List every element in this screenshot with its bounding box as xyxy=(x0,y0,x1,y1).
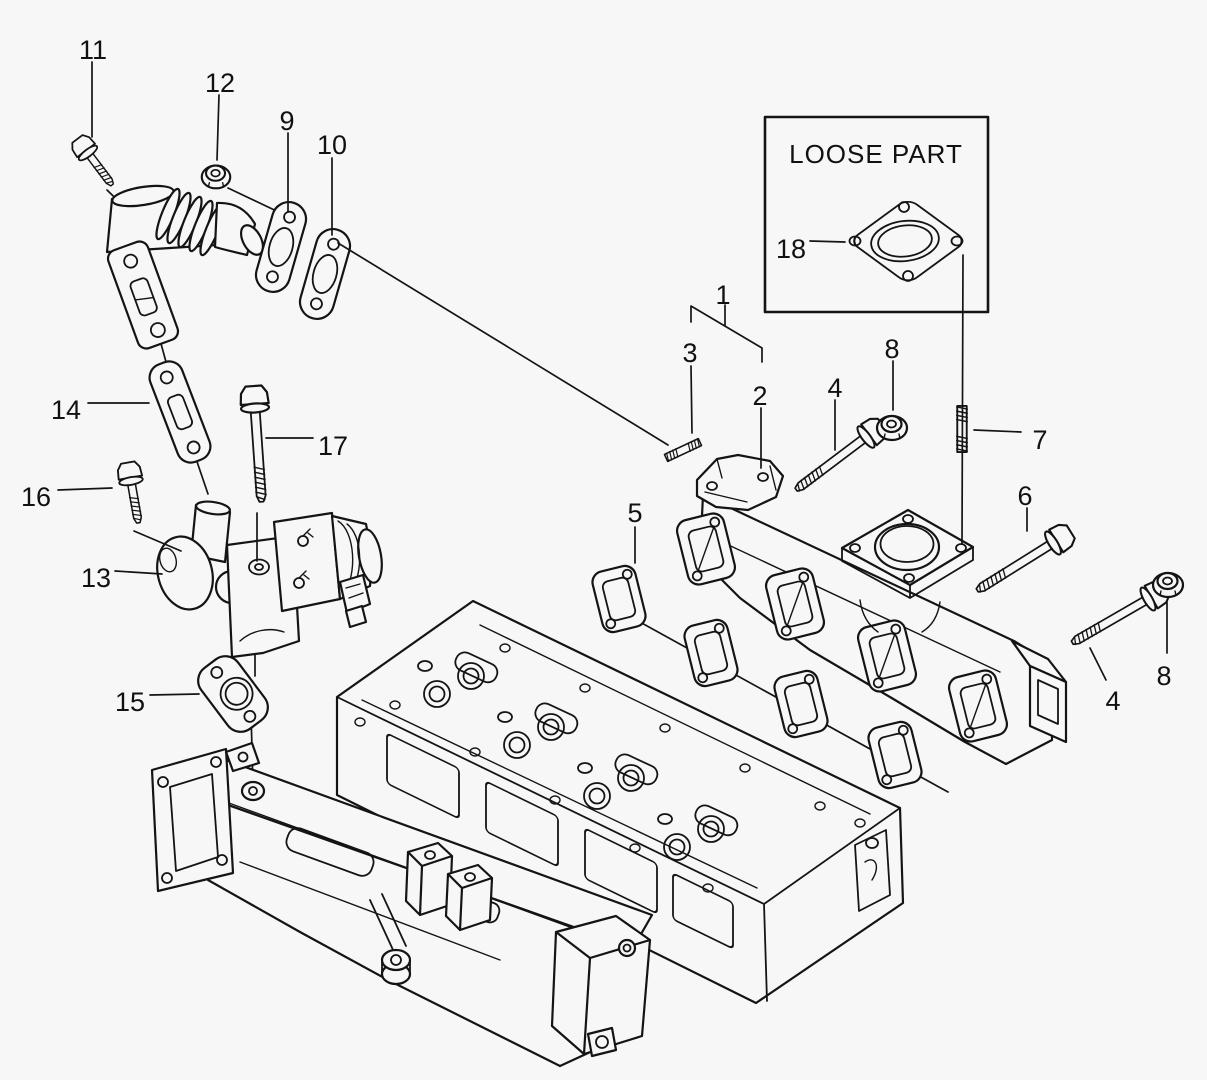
callout-8: 8 xyxy=(1156,661,1171,691)
callout-4: 4 xyxy=(827,373,842,403)
callout-3: 3 xyxy=(682,338,697,368)
egr-valve xyxy=(156,500,383,659)
callout-9: 9 xyxy=(279,106,294,136)
head-bolt-holes xyxy=(354,643,866,893)
callout-11: 11 xyxy=(79,35,107,65)
manifold-support-arm xyxy=(369,893,412,986)
callout-12-leader-0 xyxy=(216,94,220,161)
manifold-flange xyxy=(150,741,261,893)
callout-2: 2 xyxy=(752,381,767,411)
callout-16: 16 xyxy=(21,482,51,512)
head-valve-clusters xyxy=(417,651,739,861)
callout-13: 13 xyxy=(81,563,111,593)
callout-6: 6 xyxy=(1017,481,1032,511)
bolt-17 xyxy=(238,383,277,504)
cylinder-head xyxy=(335,599,905,1005)
bolt-11 xyxy=(67,131,122,193)
nut-8-lower xyxy=(1151,571,1185,599)
head-right-face xyxy=(854,829,891,912)
artwork-layer: LOOSE PART xyxy=(67,115,1185,1068)
bolt-16 xyxy=(115,459,152,526)
callout-1: 1 xyxy=(715,280,730,310)
callout-10-leader-1 xyxy=(337,242,669,446)
callout-15-leader-0 xyxy=(149,693,200,696)
intake-manifold xyxy=(150,741,654,1068)
callout-14: 14 xyxy=(51,395,81,425)
exhaust-manifold xyxy=(675,453,1068,766)
callout-18: 18 xyxy=(776,234,806,264)
callout-12: 12 xyxy=(205,68,235,98)
callout-10: 10 xyxy=(317,130,347,160)
callout-layer: 11 12 9 10 14 17 16 13 15 5 13 2 4 8 76 18 8 4 xyxy=(21,35,1172,717)
callout-4-leader-0 xyxy=(1089,647,1107,681)
fasteners-left xyxy=(67,131,356,526)
gasket-10 xyxy=(294,223,356,325)
callout-13-leader-0 xyxy=(114,570,163,575)
callout-5: 5 xyxy=(627,498,642,528)
callout-1-leader-1 xyxy=(690,305,763,363)
pipe-bellows xyxy=(155,187,225,257)
gasket-14 xyxy=(148,360,212,464)
bolt-4-upper xyxy=(787,413,892,502)
callout-8: 8 xyxy=(884,334,899,364)
bolt-6 xyxy=(969,519,1079,603)
callout-7-leader-0 xyxy=(973,429,1022,433)
pipe-lower-flange xyxy=(106,240,180,350)
callout-4: 4 xyxy=(1105,686,1120,716)
callout-18-leader-0 xyxy=(809,240,846,243)
exhaust-bracket xyxy=(695,453,785,512)
gasket-18 xyxy=(848,200,964,282)
manifold-towers xyxy=(404,841,494,932)
exhaust-top-flange xyxy=(840,508,975,633)
gasket-15 xyxy=(197,655,269,733)
loose-part-box: LOOSE PART xyxy=(763,115,990,314)
callout-17: 17 xyxy=(318,431,348,461)
nut-12 xyxy=(200,164,232,190)
callout-15: 15 xyxy=(115,687,145,717)
loose-part-label: LOOSE PART xyxy=(789,139,963,169)
exhaust-ports xyxy=(675,512,1009,743)
manifold-lower-box xyxy=(550,914,652,1058)
nut-8-upper xyxy=(875,414,909,442)
callout-3-leader-0 xyxy=(690,365,693,434)
egr-pipe xyxy=(105,184,265,350)
stud-3 xyxy=(663,437,703,463)
callout-16-leader-0 xyxy=(57,487,113,491)
callout-18-leader-1 xyxy=(961,254,964,545)
callout-16-leader-1 xyxy=(133,530,182,552)
callout-7: 7 xyxy=(1032,425,1047,455)
exhaust-outlet xyxy=(1010,639,1068,744)
